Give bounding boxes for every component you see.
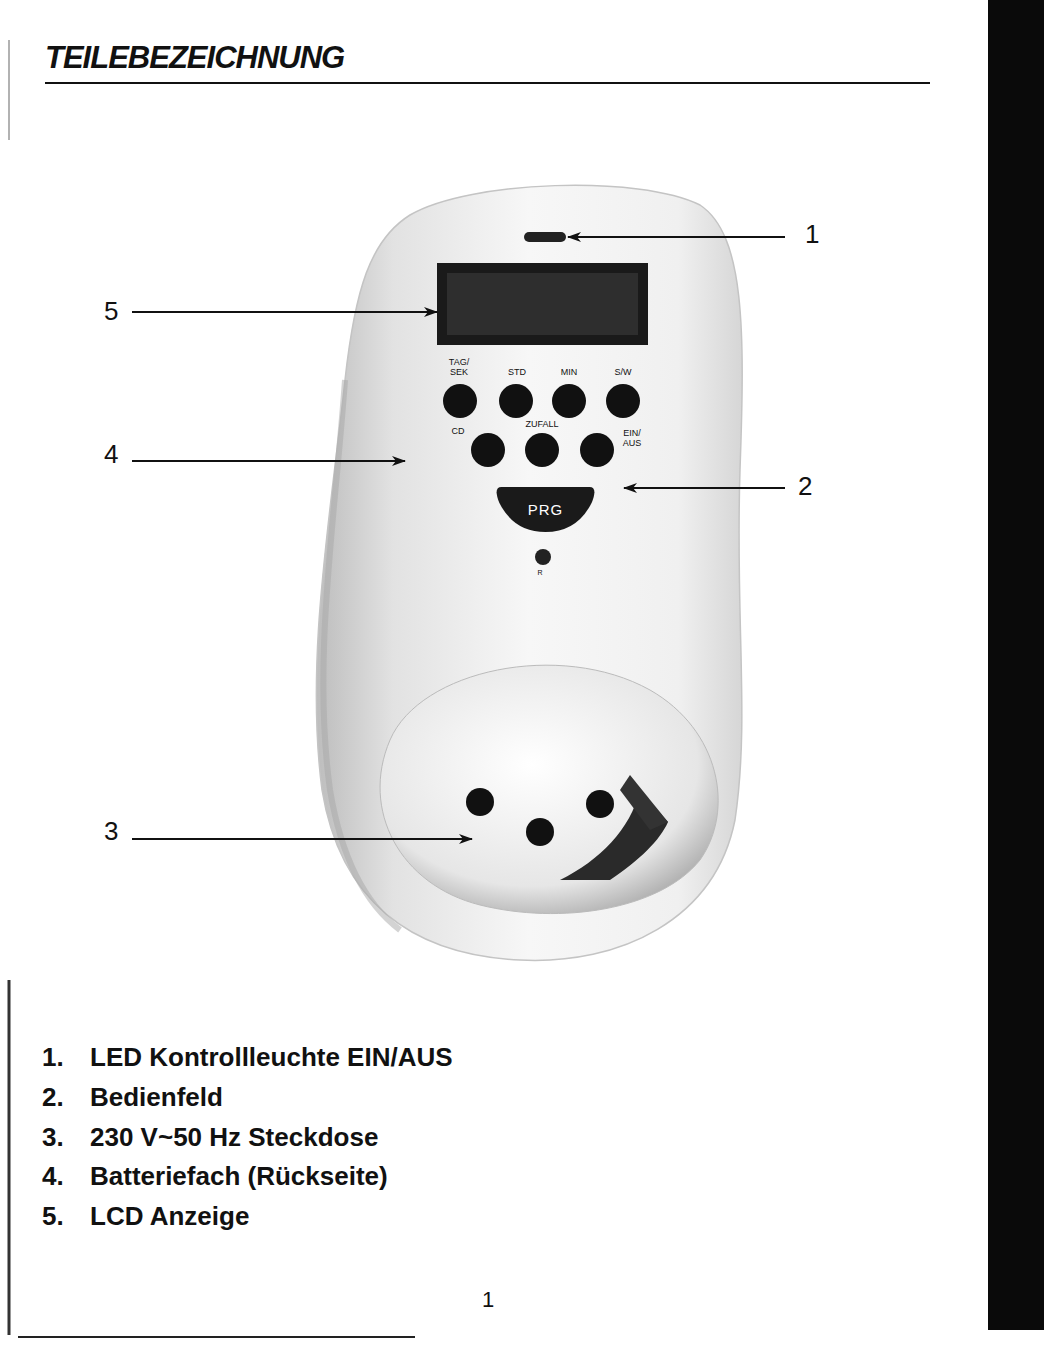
list-number: 2.: [42, 1083, 64, 1112]
page-number: 1: [482, 1288, 494, 1312]
list-item: 230 V~50 Hz Steckdose: [90, 1123, 378, 1152]
program-button: PRG: [493, 487, 598, 532]
button-label: EIN/ AUS: [617, 429, 647, 449]
button-label: ZUFALL: [525, 420, 558, 430]
page-title: TEILEBEZEICHNUNG: [45, 40, 344, 76]
callout-number: 1: [805, 220, 819, 249]
callout-number: 5: [104, 297, 118, 326]
callout-number: 2: [798, 472, 812, 501]
list-number: 1.: [42, 1043, 64, 1072]
list-number: 3.: [42, 1123, 64, 1152]
button-label: MIN: [561, 368, 578, 378]
list-number: 4.: [42, 1162, 64, 1191]
button-label: TAG/ SEK: [442, 358, 476, 378]
list-item: Batteriefach (Rückseite): [90, 1162, 388, 1191]
list-item: Bedienfeld: [90, 1083, 223, 1112]
callout-number: 4: [104, 440, 118, 469]
list-item: LED Kontrollleuchte EIN/AUS: [90, 1043, 453, 1072]
list-number: 5.: [42, 1202, 64, 1231]
button-label: STD: [508, 368, 526, 378]
button-label: R: [537, 569, 542, 577]
list-item: LCD Anzeige: [90, 1202, 249, 1231]
button-label: CD: [452, 427, 465, 437]
callout-number: 3: [104, 817, 118, 846]
button-label: S/W: [615, 368, 632, 378]
button-label: PRG: [493, 501, 598, 518]
